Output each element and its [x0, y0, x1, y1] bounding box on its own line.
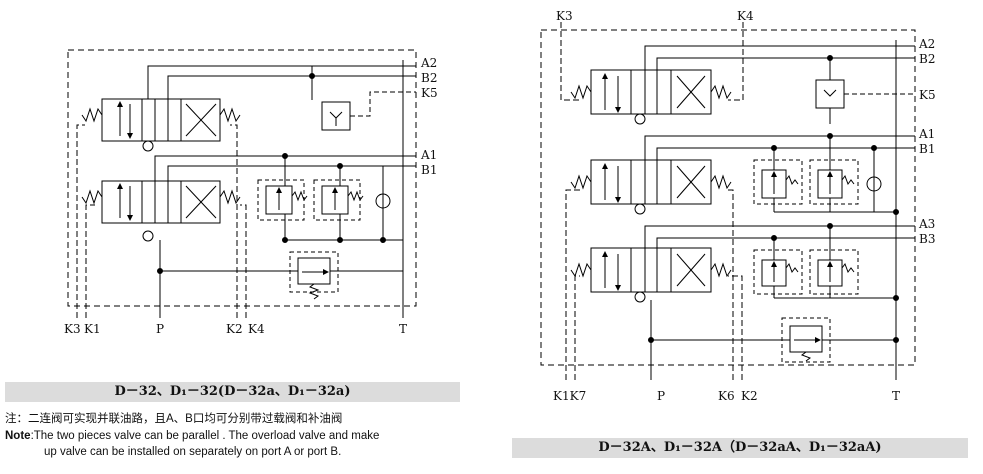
note-label: Note: [5, 430, 31, 442]
left-port-b2: B2: [421, 71, 438, 85]
right-port-k1k7: K1K7: [553, 389, 587, 403]
right-port-k3-top: K3: [556, 9, 573, 23]
left-port-b1: B1: [421, 163, 438, 177]
note-cn: 注：二连阀可实现并联油路，且A、B口均可分别带过载阀和补油阀: [5, 413, 343, 425]
left-port-p: P: [156, 322, 165, 336]
right-valve-3: [570, 247, 732, 293]
note-en-line-2: up valve can be installed on separately …: [44, 446, 342, 458]
right-port-k5: K5: [919, 88, 936, 102]
right-port-b2: B2: [919, 52, 936, 66]
right-valve-1: [570, 69, 732, 115]
left-port-k1: K1: [84, 322, 101, 336]
left-caption: D－32、D₁－32(D－32a、D₁－32a): [5, 382, 460, 402]
left-port-k2: K2: [226, 322, 243, 336]
right-port-k6: K6: [718, 389, 735, 403]
right-port-k4-top: K4: [737, 9, 754, 23]
right-port-b1: B1: [919, 142, 936, 156]
right-port-a2: A2: [919, 37, 936, 51]
right-port-b3: B3: [919, 232, 936, 246]
right-valve-2: [570, 159, 732, 205]
left-port-a2: A2: [421, 56, 438, 70]
right-port-a3: A3: [919, 217, 936, 231]
left-valve-2: [81, 180, 241, 224]
right-caption: D－32A、D₁－32A（D－32aA、D₁－32aA): [512, 438, 968, 458]
note-en-text-1: :The two pieces valve can be parallel . …: [30, 430, 380, 442]
left-valve-1: [81, 98, 241, 142]
right-port-t: T: [892, 389, 901, 403]
right-port-k2: K2: [741, 389, 758, 403]
left-port-a1: A1: [421, 148, 438, 162]
right-port-p: P: [657, 389, 666, 403]
left-port-k4: K4: [248, 322, 265, 336]
left-port-t: T: [399, 322, 408, 336]
right-port-a1: A1: [919, 127, 936, 141]
left-port-k3: K3: [64, 322, 81, 336]
note-en-line-1: Note:The two pieces valve can be paralle…: [5, 428, 379, 444]
right-schematic: [540, 22, 916, 380]
left-port-k5: K5: [421, 86, 438, 100]
left-schematic: [67, 49, 417, 318]
